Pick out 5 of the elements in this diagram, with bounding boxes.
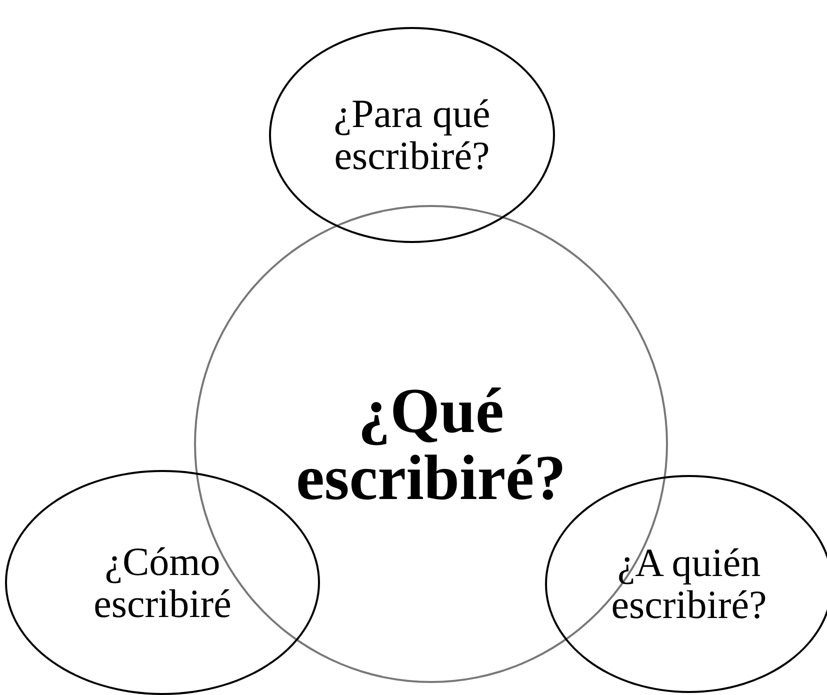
ellipse [269,27,555,243]
node-label: ¿Cómo escribiré [92,540,232,624]
node-label: ¿Para qué escribiré? [332,93,492,177]
node-label: ¿A quién escribiré? [610,542,768,626]
node-label: ¿Qué escribiré? [294,376,568,512]
